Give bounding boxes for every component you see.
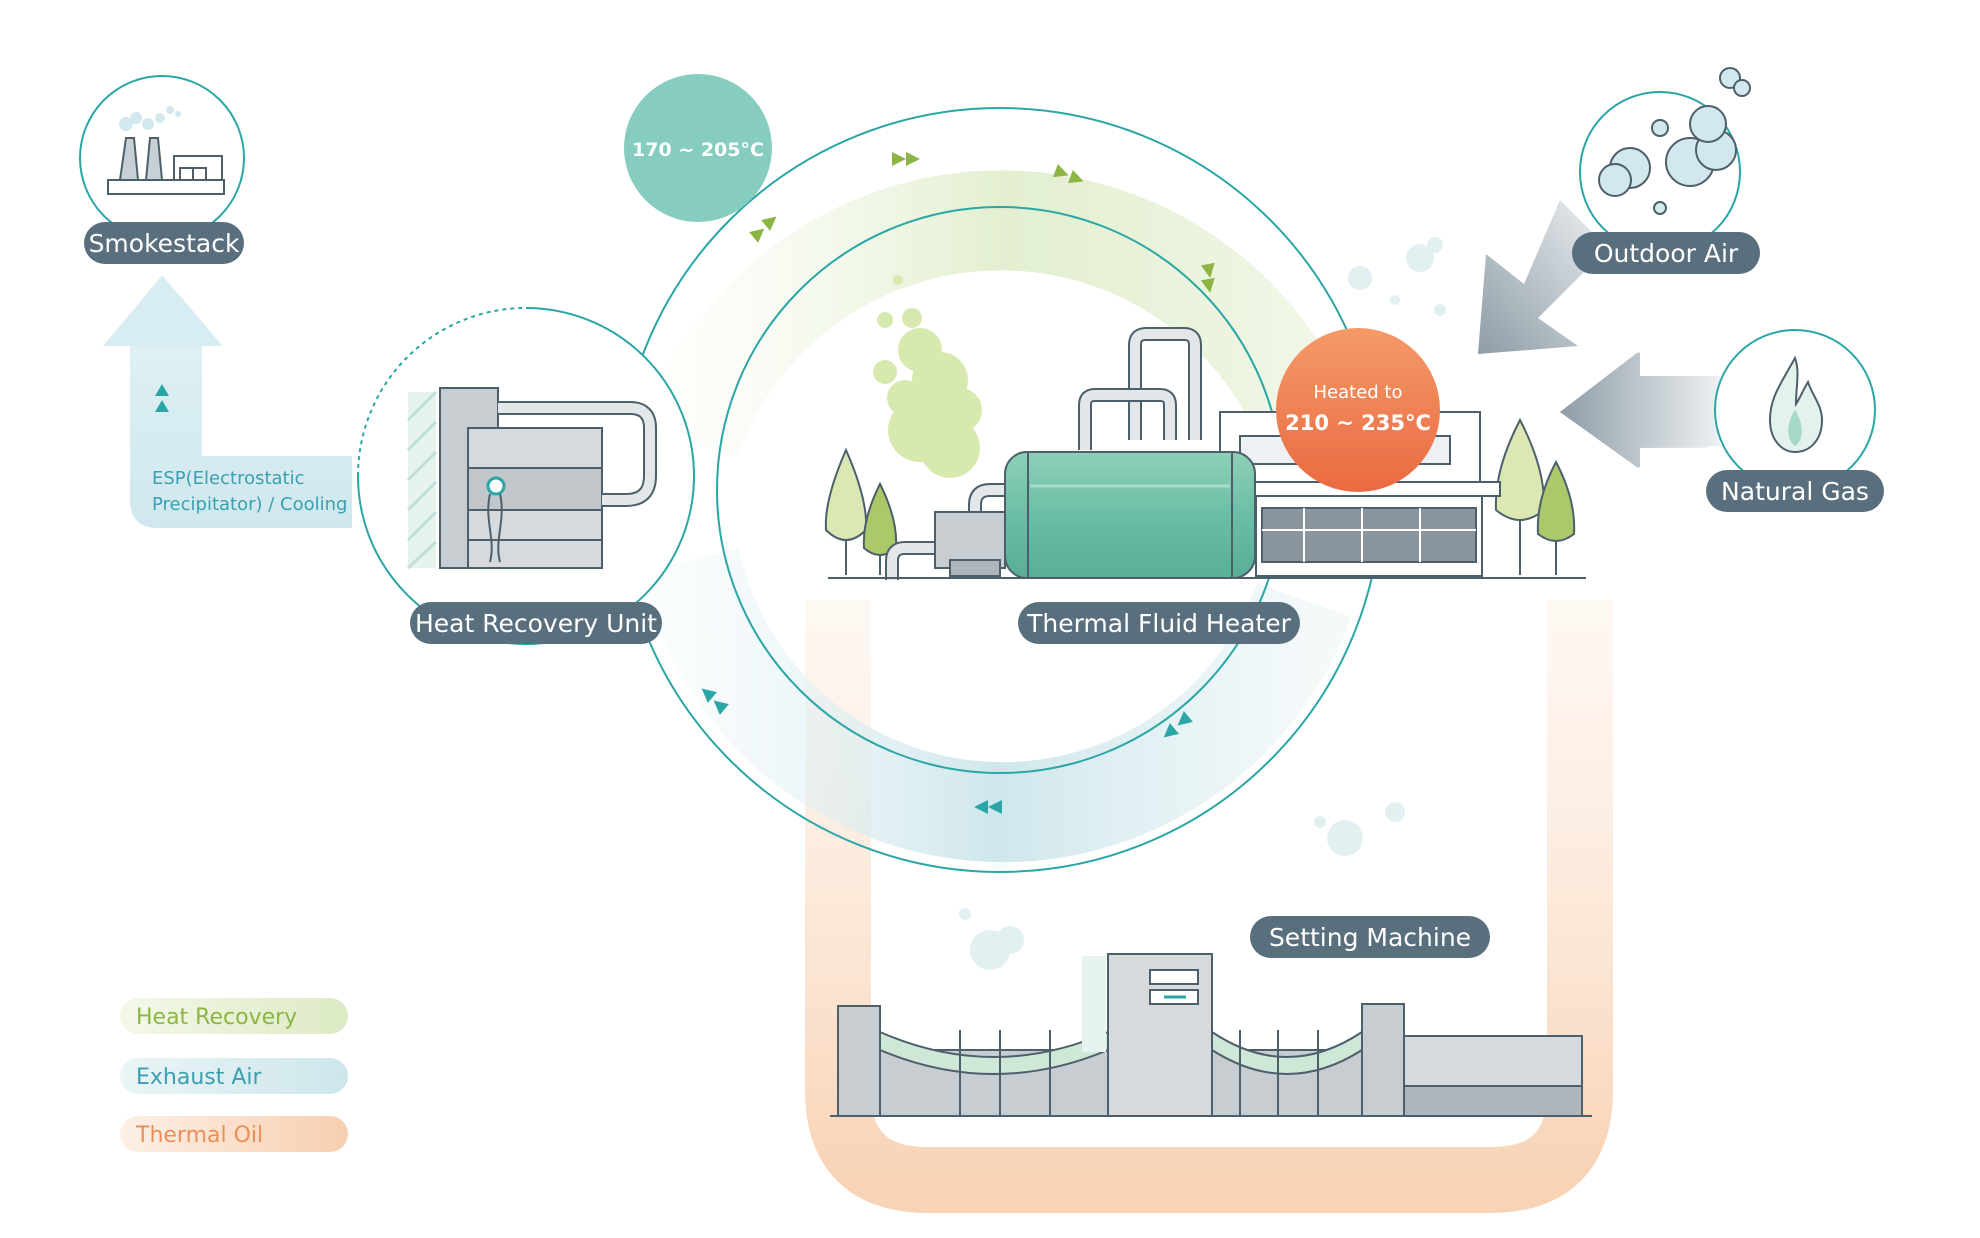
svg-text:210 ~ 235°C: 210 ~ 235°C: [1285, 411, 1431, 435]
setting-machine-label: Setting Machine: [1250, 916, 1490, 958]
steam-icon: [959, 802, 1405, 970]
esp-label-line2: Precipitator) / Cooling: [152, 494, 347, 515]
smokestack-node: [79, 75, 245, 241]
heat-recovery-flow-arrows: [749, 152, 1215, 293]
flame-icon: [1768, 355, 1824, 454]
natural-gas-node: [1714, 329, 1876, 491]
exhaust-flow-arrows: [701, 688, 1193, 814]
machine-icon: [830, 953, 1592, 1117]
heated-temp-badge: Heated to 210 ~ 235°C: [1276, 328, 1440, 492]
svg-text:Heated to: Heated to: [1314, 382, 1403, 403]
legend-item-thermal-oil: Thermal Oil: [120, 1116, 348, 1152]
gear-icon: [486, 476, 506, 496]
heat-recovery-unit-icon: [406, 387, 657, 570]
outdoor-air-node: [1579, 67, 1751, 253]
svg-text:Natural Gas: Natural Gas: [1721, 477, 1869, 506]
heat-recovery-unit-label: Heat Recovery Unit: [410, 602, 662, 644]
exhaust-branch: [130, 345, 352, 528]
smoke-puff-icon: [119, 106, 181, 131]
svg-text:Heat Recovery: Heat Recovery: [136, 1005, 297, 1030]
factory-icon: [107, 137, 225, 195]
esp-label-line1: ESP(Electrostatic: [152, 468, 305, 489]
svg-text:Thermal Fluid Heater: Thermal Fluid Heater: [1026, 609, 1292, 638]
setting-machine-scene: [830, 802, 1592, 1117]
up-arrow-head: [103, 276, 222, 346]
legend-item-heat-recovery: Heat Recovery: [120, 998, 348, 1034]
exhaust-air-arc: [641, 549, 1352, 863]
svg-text:Smokestack: Smokestack: [89, 229, 240, 258]
svg-text:Heat Recovery Unit: Heat Recovery Unit: [415, 609, 657, 638]
legend: Heat Recovery Exhaust Air Thermal Oil: [120, 998, 348, 1152]
heat-recovery-arc: [642, 170, 1360, 458]
thermal-fluid-heater-label: Thermal Fluid Heater: [1018, 602, 1300, 644]
return-temp-badge: 170 ~ 205°C: [624, 74, 772, 222]
thermal-oil-loop: [805, 600, 1613, 1213]
outdoor-air-arrow: [1478, 200, 1608, 354]
natural-gas-arrow-body: [1560, 352, 1720, 468]
air-bubble-icon: [1598, 67, 1751, 215]
steam-icon: [873, 275, 982, 478]
natural-gas-label: Natural Gas: [1706, 470, 1884, 512]
heat-recovery-unit-node: [357, 307, 695, 645]
tree-icon: [824, 447, 898, 575]
svg-text:Exhaust Air: Exhaust Air: [136, 1065, 263, 1090]
legend-item-exhaust-air: Exhaust Air: [120, 1058, 348, 1094]
svg-text:Setting Machine: Setting Machine: [1269, 923, 1471, 952]
pipe-icon: [885, 327, 1202, 580]
outdoor-air-label: Outdoor Air: [1572, 232, 1760, 274]
tree-icon: [1494, 417, 1576, 575]
svg-text:Outdoor Air: Outdoor Air: [1594, 239, 1739, 268]
svg-text:Thermal Oil: Thermal Oil: [135, 1123, 263, 1148]
smokestack-label: Smokestack: [84, 222, 244, 264]
tank-icon: [1004, 451, 1256, 579]
up-flow-arrows: [155, 384, 169, 412]
svg-text:170 ~ 205°C: 170 ~ 205°C: [632, 139, 764, 161]
thermal-fluid-heater-scene: [824, 237, 1586, 580]
air-bubble-icon: [1348, 237, 1446, 316]
